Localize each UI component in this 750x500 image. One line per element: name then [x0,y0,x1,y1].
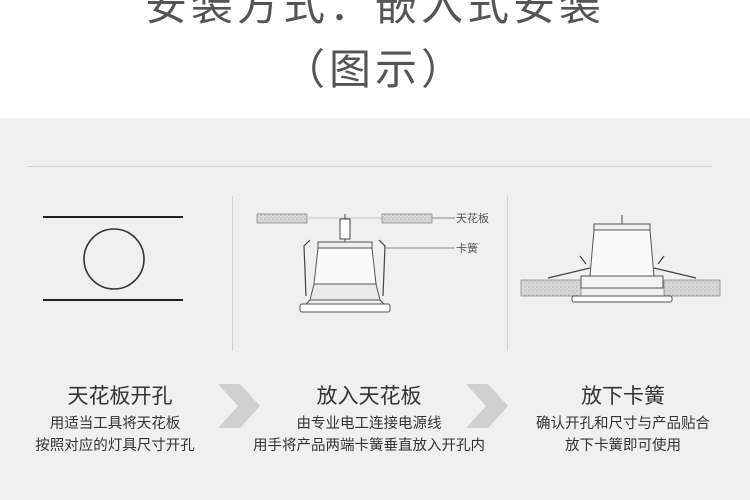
step-desc: 用适当工具将天花板 [49,416,181,432]
header: 安装方式：嵌入式安装 （图示） [0,0,750,118]
spring [653,255,697,279]
connector [339,218,351,240]
installation-diagram: 天花板 卡簧 [43,211,721,428]
divider [28,166,712,167]
divider [232,196,233,351]
lamp-trim [571,295,673,303]
ceiling-board [381,213,433,224]
spring [378,239,386,297]
step1-illustration [43,216,183,301]
ceiling-board [520,279,582,297]
step-desc: 按照对应的灯具尺寸开孔 [35,438,195,454]
step-desc: 确认开孔和尺寸与产品贴合 [536,416,710,432]
lamp-body [313,247,377,285]
spring [303,239,311,297]
ceiling-board [256,213,308,224]
step2-illustration: 天花板 卡簧 [256,211,489,313]
divider [507,196,508,351]
ceiling-label: 天花板 [456,211,489,225]
step-desc: 用手将产品两端卡簧垂直放入开孔内 [253,438,485,454]
diagram-panel: 天花板 卡簧 天花板开孔 用适当工具将天花板 按照对应的灯具尺寸开孔 放入天花板… [0,118,750,500]
ceiling-board [663,279,721,297]
spring-label: 卡簧 [456,241,478,255]
spring [547,255,591,279]
chevron-right-icon [218,384,260,428]
step3-illustration [520,215,721,303]
step-title: 天花板开孔 [67,384,173,408]
page-subtitle: （图示） [282,45,467,94]
chevron-right-icon [466,384,508,428]
lamp-body [589,229,655,277]
hole-circle [83,228,145,290]
step-title: 放入天花板 [316,384,422,408]
page-title: 安装方式：嵌入式安装 [144,0,605,30]
step-desc: 放下卡簧即可使用 [565,438,681,454]
step-title: 放下卡簧 [581,384,665,408]
step-desc: 由专业电工连接电源线 [296,416,442,432]
lamp-trim [299,303,391,313]
